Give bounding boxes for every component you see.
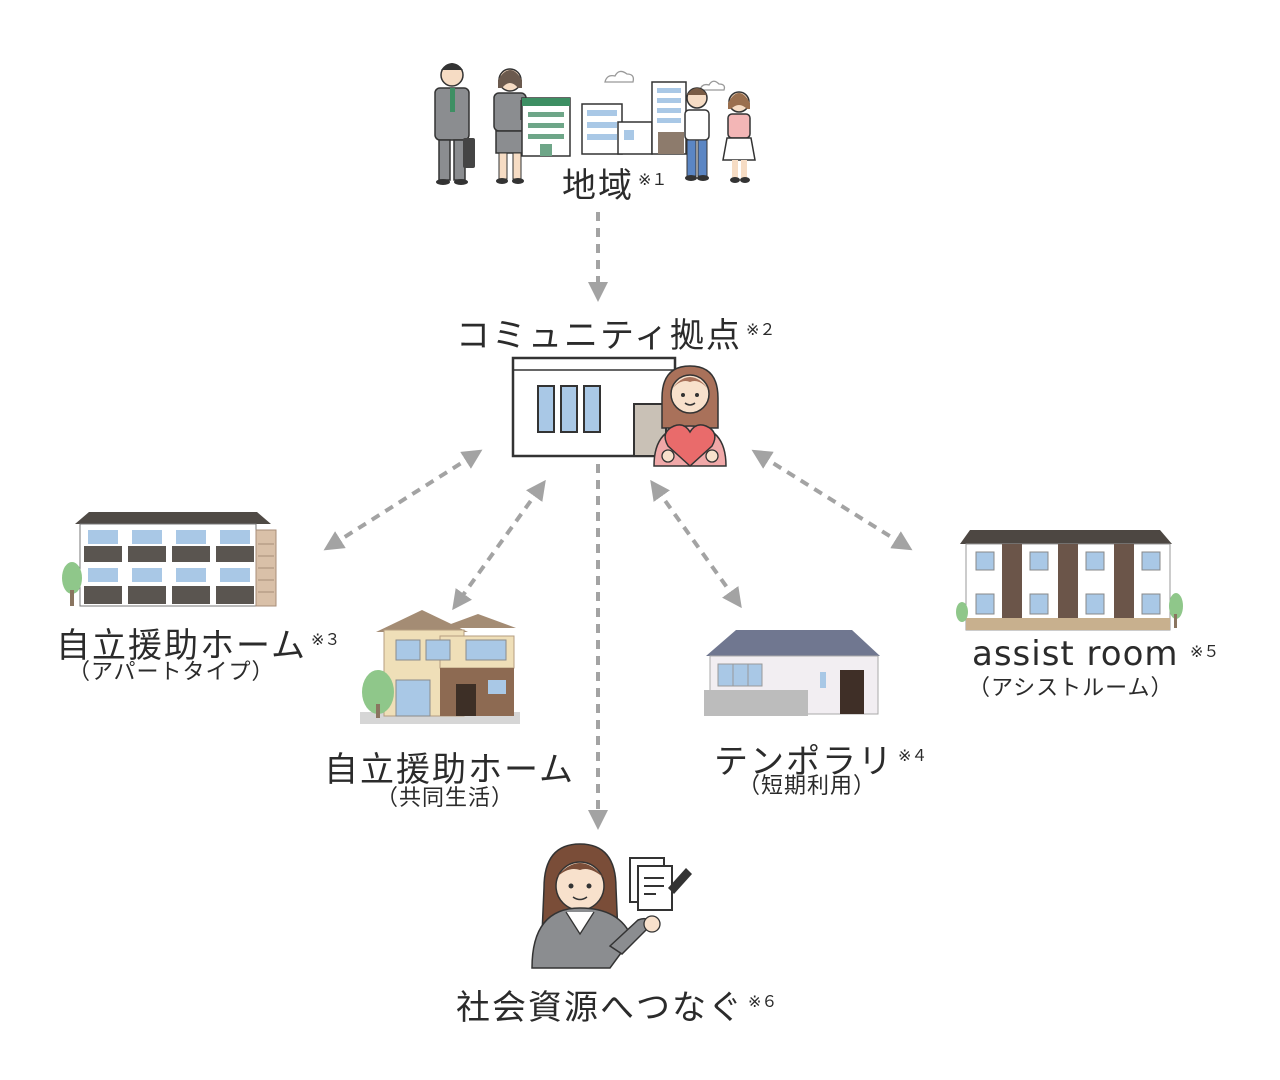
tall-building-icon: [651, 81, 687, 155]
businesswoman-icon: [493, 68, 528, 184]
boy-icon: [684, 87, 710, 181]
assist-room-note: ※５: [1190, 642, 1220, 661]
note-marker: ※６: [748, 991, 778, 1011]
arrow-hub-shared: [452, 479, 546, 611]
apartment-home-illustration: [62, 512, 277, 607]
temporary-sublabel: （短期利用）: [738, 774, 877, 799]
arrow-hub-assist: [751, 449, 913, 551]
cloud-icon: [699, 80, 726, 91]
hub-label: コミュニティ拠点※２: [456, 316, 776, 356]
shared-home-label: 自立援助ホーム: [324, 750, 575, 790]
region-illustration: [434, 63, 756, 185]
assist-room-illustration: [956, 530, 1183, 631]
note-marker: ※３: [310, 629, 341, 649]
apartment-home-label: 自立援助ホーム※３: [56, 626, 341, 666]
cloud-icon: [604, 70, 635, 83]
shared-home-sublabel: （共同生活）: [376, 786, 515, 811]
community-hub-illustration: [511, 356, 727, 468]
note-marker: ※２: [745, 319, 776, 339]
document-icon: [629, 857, 692, 911]
note-marker: ※１: [638, 169, 668, 189]
green-building-icon: [521, 97, 571, 157]
arrow-hub-temp: [650, 479, 742, 609]
apartment-building-icon: [581, 103, 653, 155]
businessman-icon: [434, 63, 475, 185]
region-label: 地域※１: [562, 166, 668, 206]
apartment-home-sublabel: （アパートタイプ）: [68, 660, 275, 685]
temporary-house-illustration: [704, 630, 880, 716]
arrow-hub-apt: [323, 449, 483, 551]
assist-room-sublabel: （アシストルーム）: [968, 676, 1174, 701]
temporary-label: テンポラリ※４: [714, 742, 928, 782]
social-resources-label: 社会資源へつなぐ※６: [456, 988, 778, 1028]
assist-room-label: assist room: [972, 634, 1179, 674]
social-resources-illustration: [531, 843, 692, 969]
girl-icon: [722, 91, 756, 183]
staff-woman-icon: [653, 365, 727, 468]
note-marker: ※４: [898, 745, 928, 765]
shared-home-illustration: [360, 610, 520, 724]
